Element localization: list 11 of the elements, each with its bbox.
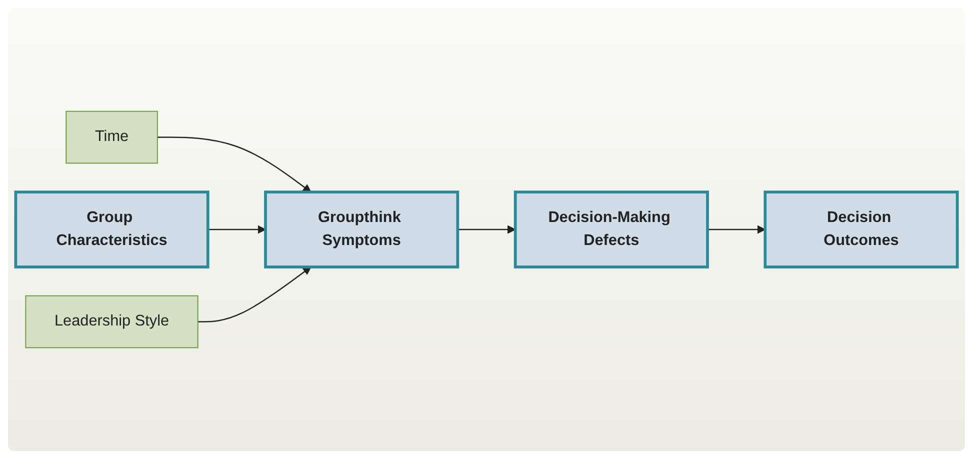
arrow xyxy=(198,266,312,322)
node-box: Group Characteristics xyxy=(14,190,210,268)
arrow xyxy=(157,136,312,192)
node-box: Leadership Style xyxy=(25,295,198,348)
node-box: Groupthink Symptoms xyxy=(264,190,460,268)
arrow xyxy=(708,225,766,234)
node-box: Time xyxy=(66,110,158,164)
node-box: Decision-Making Defects xyxy=(514,190,709,268)
node-box: Decision Outcomes xyxy=(764,190,959,268)
arrow xyxy=(208,225,266,234)
arrow xyxy=(458,225,516,234)
